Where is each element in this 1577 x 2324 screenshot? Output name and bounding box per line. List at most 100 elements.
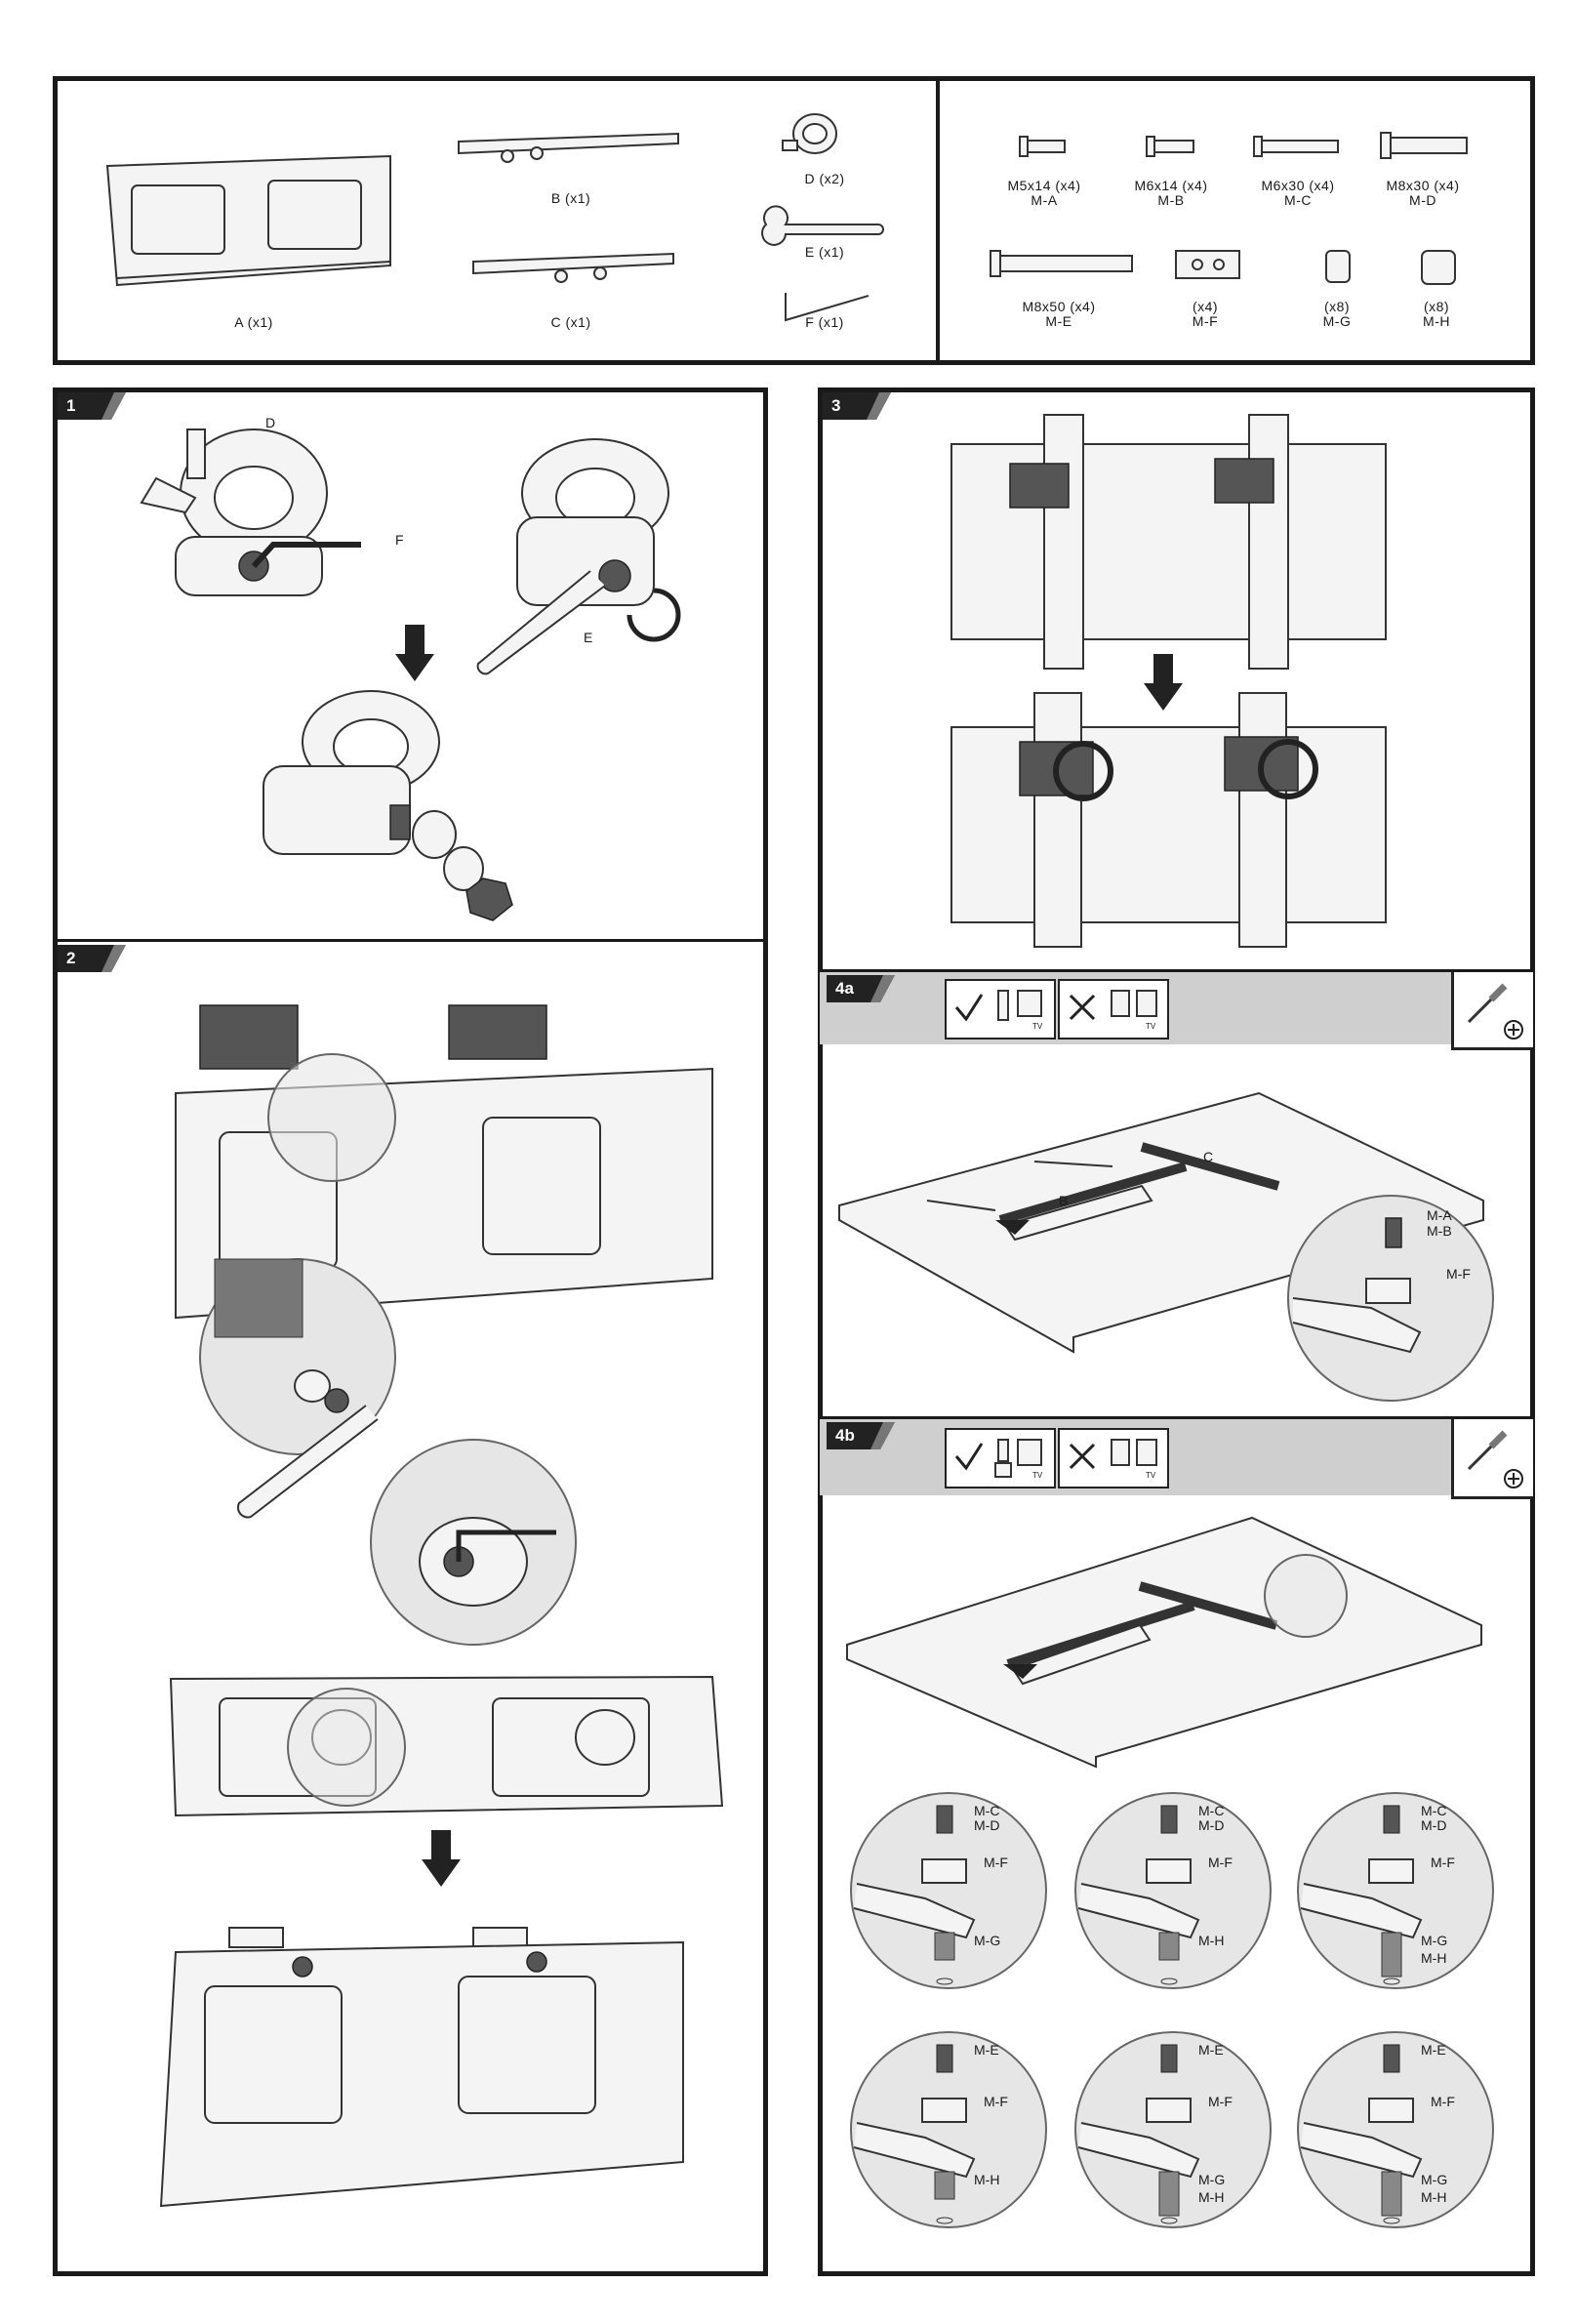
bolt-m-a xyxy=(1020,135,1069,158)
clamp-with-hex-key-drawing xyxy=(137,420,390,605)
hw-m-e-size: M8x50 (x4) xyxy=(1010,299,1108,314)
step-4b-wrong-icon-box: TV xyxy=(1058,1428,1169,1488)
wall-plate-a-drawing xyxy=(107,156,400,293)
callout-m-g-4b-3: M-G xyxy=(1421,1933,1447,1948)
part-b-label: B (x1) xyxy=(532,190,610,206)
plus-icon xyxy=(1503,1019,1524,1040)
wrench-e-drawing xyxy=(761,210,883,239)
step-4a-tag: 4a xyxy=(827,975,895,1002)
step-1-number: 1 xyxy=(66,396,75,416)
wall-plate-on-posts-lower-drawing xyxy=(951,693,1400,947)
callout-m-f-4b-1: M-F xyxy=(984,1855,1008,1870)
callout-mb-4a: M-B xyxy=(1427,1223,1452,1239)
callout-m-d-4b-1: M-D xyxy=(974,1817,999,1833)
part-f-label: F (x1) xyxy=(786,314,864,330)
step-4b-header xyxy=(820,1419,1533,1495)
clamp-with-wrench-drawing xyxy=(459,439,712,683)
detail-circle-hex-key xyxy=(366,1435,586,1654)
wall-plate-on-posts-upper-drawing xyxy=(951,415,1400,669)
tv-label-4a-correct: TV xyxy=(1032,1022,1042,1031)
callout-mf-4a: M-F xyxy=(1446,1266,1471,1282)
cross-icon xyxy=(1068,1442,1097,1471)
callout-m-f-4b-6: M-F xyxy=(1431,2094,1455,2109)
bolt-m-b xyxy=(1147,135,1195,158)
down-arrow-step2 xyxy=(422,1830,461,1889)
hw-m-f-size: (x4) xyxy=(1156,299,1254,314)
spacer-m-g xyxy=(1324,249,1354,284)
callout-m-h-4b-3: M-H xyxy=(1421,1950,1446,1966)
hw-m-e-code: M-E xyxy=(1010,313,1108,329)
step-4a-number: 4a xyxy=(835,979,854,999)
clamp-d-drawing xyxy=(781,109,849,168)
step-3-number: 3 xyxy=(831,396,840,416)
callout-m-d-4b-3: M-D xyxy=(1421,1817,1446,1833)
plus-icon xyxy=(1503,1468,1524,1489)
hw-m-g-size: (x8) xyxy=(1288,299,1386,314)
callout-m-c-4b-2: M-C xyxy=(1198,1803,1224,1818)
callout-m-f-4b-5: M-F xyxy=(1208,2094,1233,2109)
step-4a-wrong-icon-box: TV xyxy=(1058,979,1169,1040)
callout-m-g-4b-1: M-G xyxy=(974,1933,1000,1948)
check-icon xyxy=(954,993,984,1022)
step-divider-1-2 xyxy=(55,939,766,942)
callout-c-4a: C xyxy=(1203,1149,1213,1164)
detail-circle-4b-4: M-E M-F M-H xyxy=(849,2030,1054,2235)
down-arrow-step1 xyxy=(395,625,434,683)
plate-m-f xyxy=(1176,249,1244,280)
callout-m-h-4b-5: M-H xyxy=(1198,2189,1224,2205)
callout-m-e-4b-4: M-E xyxy=(974,2042,999,2058)
hw-m-h-code: M-H xyxy=(1388,313,1485,329)
callout-m-c-4b-1: M-C xyxy=(974,1803,999,1818)
hw-m-d-size: M8x30 (x4) xyxy=(1374,178,1472,193)
hw-m-a-size: M5x14 (x4) xyxy=(995,178,1093,193)
arm-c-drawing xyxy=(473,252,678,291)
parts-divider xyxy=(936,78,940,363)
callout-m-e-4b-5: M-E xyxy=(1198,2042,1224,2058)
step-4a-correct-icon-box: TV xyxy=(945,979,1056,1040)
tv-back-with-arms-4b-drawing xyxy=(847,1518,1491,1767)
hw-m-c-size: M6x30 (x4) xyxy=(1249,178,1347,193)
callout-m-h-4b-4: M-H xyxy=(974,2172,999,2187)
detail-circle-4b-6: M-E M-F M-G M-H xyxy=(1296,2030,1501,2235)
part-e-label: E (x1) xyxy=(786,244,864,260)
bolt-m-e xyxy=(991,249,1137,278)
callout-m-e-4b-6: M-E xyxy=(1421,2042,1446,2058)
callout-m-f-4b-3: M-F xyxy=(1431,1855,1455,1870)
callout-m-c-4b-3: M-C xyxy=(1421,1803,1446,1818)
callout-m-f-4b-4: M-F xyxy=(984,2094,1008,2109)
tv-label-4b-correct: TV xyxy=(1032,1471,1042,1480)
hw-m-f-code: M-F xyxy=(1156,313,1254,329)
tv-label-4a-wrong: TV xyxy=(1146,1022,1155,1031)
step-4b-correct-icon-box: TV xyxy=(945,1428,1056,1488)
callout-m-g-4b-6: M-G xyxy=(1421,2172,1447,2187)
detail-circle-4a xyxy=(1283,1191,1498,1406)
step-4b-tag: 4b xyxy=(827,1422,895,1449)
step-4b-number: 4b xyxy=(835,1426,855,1446)
step-4a-header xyxy=(820,972,1533,1044)
bolt-m-d xyxy=(1381,131,1469,160)
spacer-m-h xyxy=(1420,249,1459,288)
callout-f: F xyxy=(395,532,404,548)
tv-label-4b-wrong: TV xyxy=(1146,1471,1155,1480)
wall-plate-clamps-locked-drawing xyxy=(171,1669,727,1825)
arm-b-drawing xyxy=(459,132,683,171)
callout-m-g-4b-5: M-G xyxy=(1198,2172,1225,2187)
callout-b-4a: B xyxy=(1059,1193,1068,1208)
screwdriver-icon xyxy=(1464,1425,1513,1474)
callout-m-h-4b-2: M-H xyxy=(1198,1933,1224,1948)
detail-circle-4b-5: M-E M-F M-G M-H xyxy=(1073,2030,1278,2235)
part-a-label: A (x1) xyxy=(215,314,293,330)
wall-plate-assembled-drawing xyxy=(156,1928,703,2211)
callout-m-h-4b-6: M-H xyxy=(1421,2189,1446,2205)
check-icon xyxy=(954,1442,984,1471)
step-1-tag: 1 xyxy=(58,392,126,420)
callout-d: D xyxy=(265,415,275,430)
callout-e: E xyxy=(584,630,592,645)
hw-m-a-code: M-A xyxy=(995,192,1093,208)
hw-m-b-code: M-B xyxy=(1122,192,1220,208)
step-4a-tool-box xyxy=(1451,972,1533,1050)
step-4b-tool-box xyxy=(1451,1419,1533,1499)
